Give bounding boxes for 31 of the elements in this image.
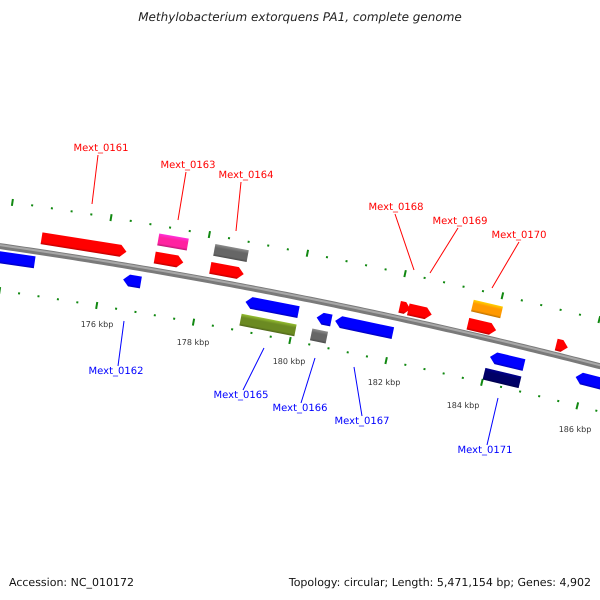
gene-label: Mext_0164 xyxy=(218,171,274,181)
gene-label: Mext_0162 xyxy=(88,367,144,377)
footer-text: Topology: circular; Length: 5,471,154 bp; Genes: 4,902 xyxy=(288,576,591,588)
gene-label: Mext_0167 xyxy=(334,417,390,427)
gene-label: Mext_0169 xyxy=(432,217,488,227)
gene-label: Mext_0170 xyxy=(492,231,546,241)
gene-label: Mext_0163 xyxy=(160,161,216,171)
leader-line xyxy=(486,398,498,446)
leader-line xyxy=(354,366,362,416)
leader-line xyxy=(242,348,264,390)
gene-label: Mext_0171 xyxy=(458,446,512,456)
scale-label: 178 kbp xyxy=(176,339,210,347)
leader-line xyxy=(300,358,316,404)
gene-label: Mext_0161 xyxy=(74,144,128,154)
scale-label: 176 kbp xyxy=(80,321,114,329)
gene-label: Mext_0168 xyxy=(368,203,424,213)
title: Methylobacterium extorquens PA1, complete genome xyxy=(137,11,463,23)
leader-line xyxy=(92,154,98,204)
leader-line xyxy=(178,172,186,220)
gene-label: Mext_0165 xyxy=(214,391,268,401)
gene-label: Mext_0166 xyxy=(272,404,328,414)
scale-label: 180 kbp xyxy=(272,358,306,366)
scale-label: 182 kbp xyxy=(368,379,400,387)
leader-line xyxy=(492,242,520,288)
scale-label: 186 kbp xyxy=(558,426,592,434)
leader-line xyxy=(236,182,242,232)
footer-text: Accession: NC_010172 xyxy=(9,576,134,588)
leader-line xyxy=(430,228,458,274)
scale-label: 184 kbp xyxy=(446,402,480,410)
leader-line xyxy=(394,214,414,270)
leader-line xyxy=(118,320,124,366)
